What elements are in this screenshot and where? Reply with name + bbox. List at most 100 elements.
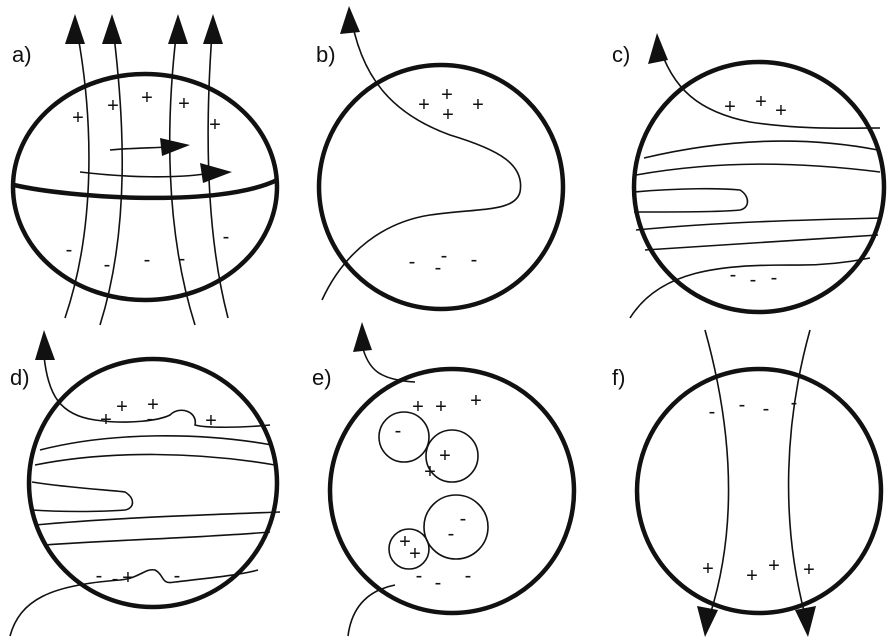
field-arrowhead <box>102 14 122 44</box>
field-arrowhead <box>353 322 372 352</box>
panel-c-label: c) <box>612 42 630 67</box>
field-line <box>634 189 748 212</box>
plus-charge: + <box>209 114 221 136</box>
plus-charge: + <box>435 396 447 418</box>
circulation-arrowhead <box>160 138 190 156</box>
minus-charge: - <box>709 401 716 423</box>
field-arrowhead <box>168 14 188 44</box>
plus-charge: + <box>702 558 714 580</box>
minus-charge: - <box>471 249 478 271</box>
panel-b: b) + + + + - - - - <box>316 6 563 309</box>
plus-charge: + <box>472 94 484 116</box>
field-arrowhead <box>340 6 360 34</box>
minus-charge: - <box>112 568 119 590</box>
minus-charge: - <box>66 239 73 261</box>
plus-charge: + <box>803 559 815 581</box>
field-arrowhead <box>697 606 718 637</box>
minus-charge: - <box>174 565 181 587</box>
minus-charge: - <box>465 565 472 587</box>
field-line <box>636 164 880 175</box>
minus-charge: - <box>771 267 778 289</box>
minus-charge: - <box>441 245 448 267</box>
field-arrowhead <box>648 33 668 64</box>
minus-charge: - <box>147 408 154 430</box>
field-line <box>658 42 880 128</box>
plus-charge: + <box>107 95 119 117</box>
field-arrowhead <box>203 14 223 44</box>
panel-b-label: b) <box>316 42 336 67</box>
charge-bubble <box>424 495 488 559</box>
plus-charge: + <box>141 87 153 109</box>
minus-charge: - <box>763 398 770 420</box>
plus-charge: + <box>775 100 787 122</box>
panel-f-label: f) <box>612 365 625 390</box>
plus-charge: + <box>116 396 128 418</box>
panel-d-label: d) <box>10 365 30 390</box>
minus-charge: - <box>460 508 467 530</box>
minus-charge: - <box>791 392 798 414</box>
plus-charge: + <box>768 555 780 577</box>
panel-f: f) - - - - + + + + <box>612 330 881 637</box>
field-line <box>322 10 521 300</box>
minus-charge: - <box>448 523 455 545</box>
minus-charge: - <box>435 572 442 594</box>
plus-charge: + <box>746 565 758 587</box>
sphere-outline <box>637 369 881 613</box>
minus-charge: - <box>144 249 151 271</box>
minus-charge: - <box>395 420 402 442</box>
panel-e-label: e) <box>312 365 332 390</box>
plus-charge: + <box>205 410 217 432</box>
field-arrowhead <box>795 606 816 637</box>
plus-charge: + <box>72 107 84 129</box>
minus-charge: - <box>104 254 111 276</box>
plus-charge: + <box>178 93 190 115</box>
panel-e: e) + + + - + + - - + + - - - <box>312 322 574 636</box>
field-line <box>65 20 89 318</box>
plus-charge: + <box>755 91 767 113</box>
field-line <box>35 454 275 465</box>
minus-charge: - <box>750 269 757 291</box>
field-line <box>10 570 258 636</box>
plus-charge: + <box>724 96 736 118</box>
equator-line <box>14 180 277 198</box>
plus-charge: + <box>470 390 482 412</box>
field-line <box>32 482 133 512</box>
minus-charge: - <box>179 248 186 270</box>
field-line <box>644 141 878 158</box>
field-line <box>45 532 270 545</box>
minus-charge: - <box>223 226 230 248</box>
field-line <box>35 512 280 525</box>
panel-a-label: a) <box>12 42 32 67</box>
minus-charge: - <box>96 565 103 587</box>
panel-c: c) + + + - - - <box>612 33 884 318</box>
minus-charge: - <box>739 394 746 416</box>
field-line <box>40 436 272 450</box>
plus-charge: + <box>418 94 430 116</box>
charge-bubble <box>379 412 429 462</box>
minus-charge: - <box>416 565 423 587</box>
plus-charge: + <box>424 461 436 483</box>
circulation-line <box>110 147 168 150</box>
field-arrowhead <box>65 14 85 44</box>
minus-charge: - <box>409 251 416 273</box>
minus-charge: - <box>730 264 737 286</box>
plus-charge: + <box>441 84 453 106</box>
plus-charge: + <box>439 445 451 467</box>
plus-charge: + <box>100 409 112 431</box>
field-line <box>636 218 882 230</box>
field-line <box>170 20 195 325</box>
plus-charge: + <box>442 104 454 126</box>
sphere-outline <box>330 369 574 613</box>
panel-d: d) + + + + - - - + - <box>10 330 280 636</box>
plus-charge: + <box>409 543 421 565</box>
field-line <box>100 20 122 325</box>
circulation-arrowhead <box>200 163 232 183</box>
panel-a: a) + + + + + - - - - - <box>12 14 277 325</box>
minus-charge: - <box>435 257 442 279</box>
field-line <box>645 235 878 250</box>
plus-charge: + <box>412 396 424 418</box>
plus-charge: + <box>122 567 134 589</box>
field-arrowhead <box>35 330 55 360</box>
circulation-line <box>80 172 205 177</box>
